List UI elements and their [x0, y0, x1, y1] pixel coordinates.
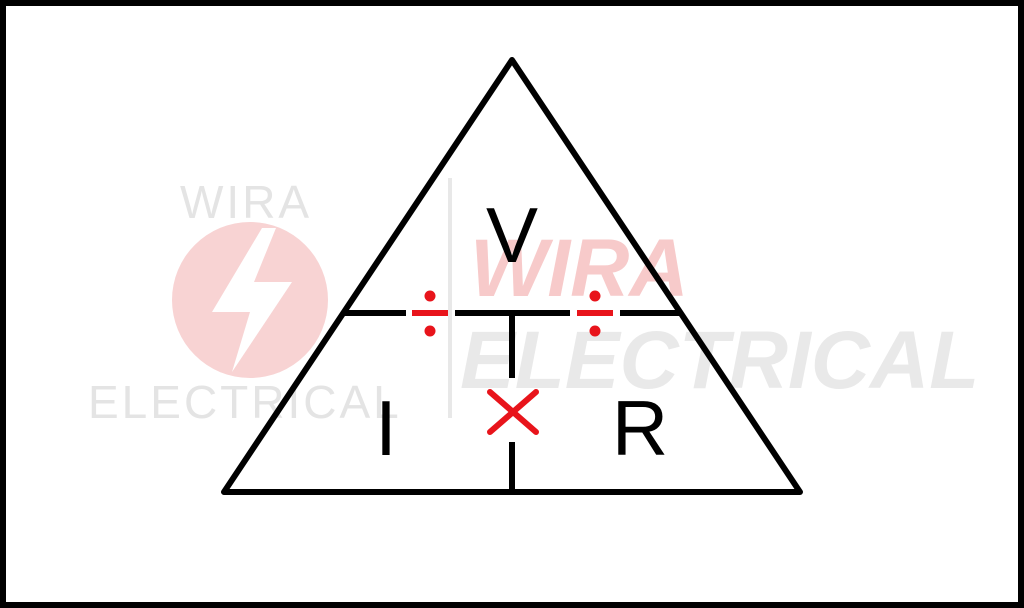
divide-sign-right [577, 290, 613, 337]
resistance-label: R [612, 384, 668, 472]
lightning-bolt-icon [172, 222, 328, 378]
voltage-label: V [486, 191, 538, 279]
watermark-logo-bottom-text: ELECTRICAL [88, 376, 402, 428]
watermark: WIRA ELECTRICAL WIRA ELECTRICAL [88, 176, 979, 428]
watermark-logo-top-text: WIRA [180, 176, 312, 228]
multiply-sign [487, 389, 539, 435]
divide-sign-left [412, 290, 448, 337]
watermark-big-text-line2: ELECTRICAL [460, 315, 979, 406]
current-label: I [375, 384, 397, 472]
watermark-divider [448, 178, 452, 418]
